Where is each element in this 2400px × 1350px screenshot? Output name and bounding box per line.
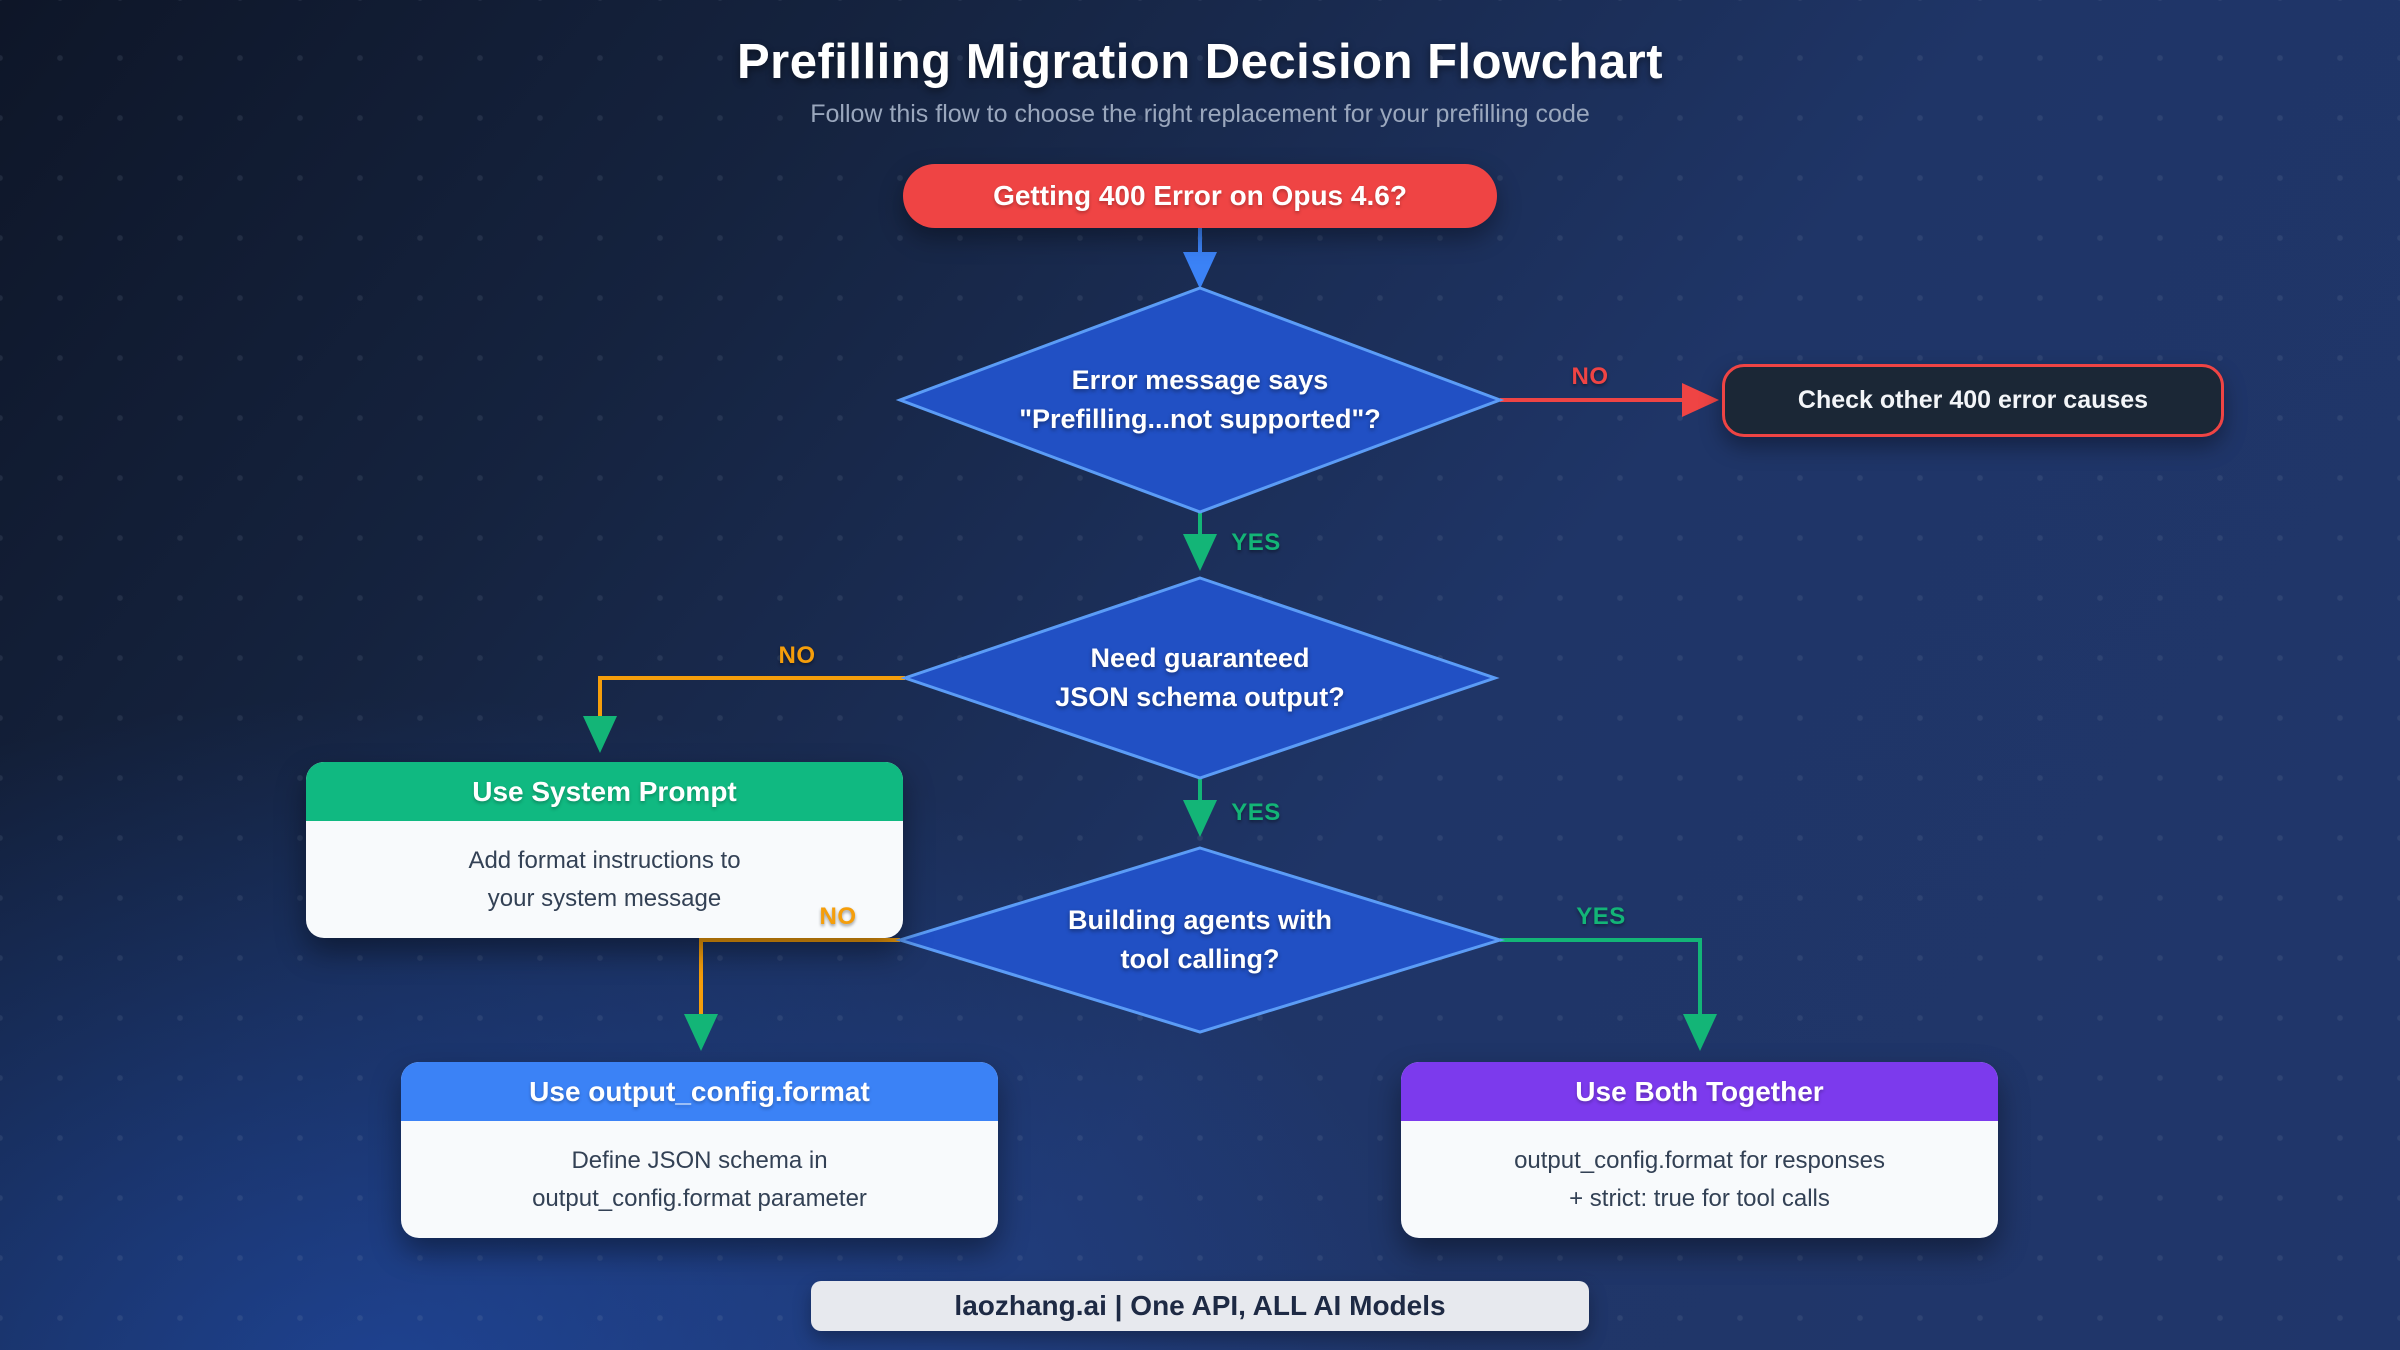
footer-branding: laozhang.ai | One API, ALL AI Models — [811, 1281, 1589, 1331]
system-prompt-body-line1: Add format instructions to — [468, 847, 741, 875]
output-config-card: Use output_config.format Define JSON sch… — [401, 1062, 998, 1238]
arrowhead-down-green — [583, 716, 617, 753]
decision1-no-label: NO — [1571, 363, 1609, 390]
both-together-card-header: Use Both Together — [1401, 1062, 1998, 1121]
output-config-body-line1: Define JSON schema in — [571, 1147, 828, 1175]
output-config-card-header: Use output_config.format — [401, 1062, 998, 1121]
decision1-diamond — [895, 286, 1505, 514]
start-node-label: Getting 400 Error on Opus 4.6? — [993, 180, 1407, 211]
system-prompt-body-line2: your system message — [487, 884, 722, 912]
decision3-label: Building agents with tool calling? — [960, 901, 1440, 979]
arrowhead-right-red — [1682, 383, 1719, 417]
decision3-line1: Building agents with — [1068, 904, 1332, 935]
decision1-yes-label: YES — [1231, 529, 1281, 556]
both-together-body-line2: + strict: true for tool calls — [1569, 1184, 1830, 1212]
decision2-yes-label: YES — [1231, 799, 1281, 826]
error-causes-node: Check other 400 error causes — [1722, 364, 2224, 437]
arrowhead-down-green — [1183, 800, 1217, 837]
page-title: Prefilling Migration Decision Flowchart — [736, 35, 1664, 89]
footer-branding-label: laozhang.ai | One API, ALL AI Models — [954, 1290, 1446, 1321]
both-together-body-line1: output_config.format for responses — [1514, 1147, 1885, 1175]
system-prompt-card-body: Add format instructions to your system m… — [306, 821, 903, 938]
system-prompt-card: Use System Prompt Add format instruction… — [306, 762, 903, 938]
arrowhead-down-green — [684, 1014, 718, 1051]
decision2-line2: JSON schema output? — [1055, 682, 1345, 712]
connector-decision2-yes — [1183, 778, 1217, 837]
connector-decision1-yes — [1183, 512, 1217, 571]
connector-decision3-no — [684, 938, 900, 1051]
decision3-line2: tool calling? — [1120, 944, 1280, 974]
decision1-line1: Error message says — [1071, 364, 1329, 395]
decision2-line1: Need guaranteed — [1090, 642, 1310, 673]
connector-decision2-no — [583, 676, 905, 753]
decision2-no-label: NO — [778, 642, 816, 669]
output-config-body-line2: output_config.format parameter — [532, 1184, 867, 1212]
arrowhead-down-blue — [1183, 252, 1217, 289]
connector-decision1-no — [1500, 383, 1719, 417]
decision2-diamond — [900, 576, 1500, 780]
decision3-no-label: NO — [819, 903, 857, 930]
output-config-card-body: Define JSON schema in output_config.form… — [401, 1121, 998, 1238]
error-causes-label: Check other 400 error causes — [1797, 386, 2149, 414]
system-prompt-card-header: Use System Prompt — [306, 762, 903, 821]
decision3-yes-label: YES — [1576, 903, 1626, 930]
both-together-card-body: output_config.format for responses + str… — [1401, 1121, 1998, 1238]
decision2-label: Need guaranteed JSON schema output? — [960, 639, 1440, 717]
decision1-label: Error message says "Prefilling...not sup… — [960, 361, 1440, 439]
decision3-diamond — [894, 846, 1506, 1034]
decision1-line2: "Prefilling...not supported"? — [1019, 404, 1381, 434]
page-subtitle: Follow this flow to choose the right rep… — [810, 100, 1590, 128]
both-together-card: Use Both Together output_config.format f… — [1401, 1062, 1998, 1238]
start-node: Getting 400 Error on Opus 4.6? — [903, 164, 1497, 228]
arrowhead-down-green — [1683, 1014, 1717, 1051]
connector-decision3-yes — [1500, 938, 1717, 1051]
arrowhead-down-green — [1183, 534, 1217, 571]
connector-start-to-decision1 — [1183, 228, 1217, 289]
